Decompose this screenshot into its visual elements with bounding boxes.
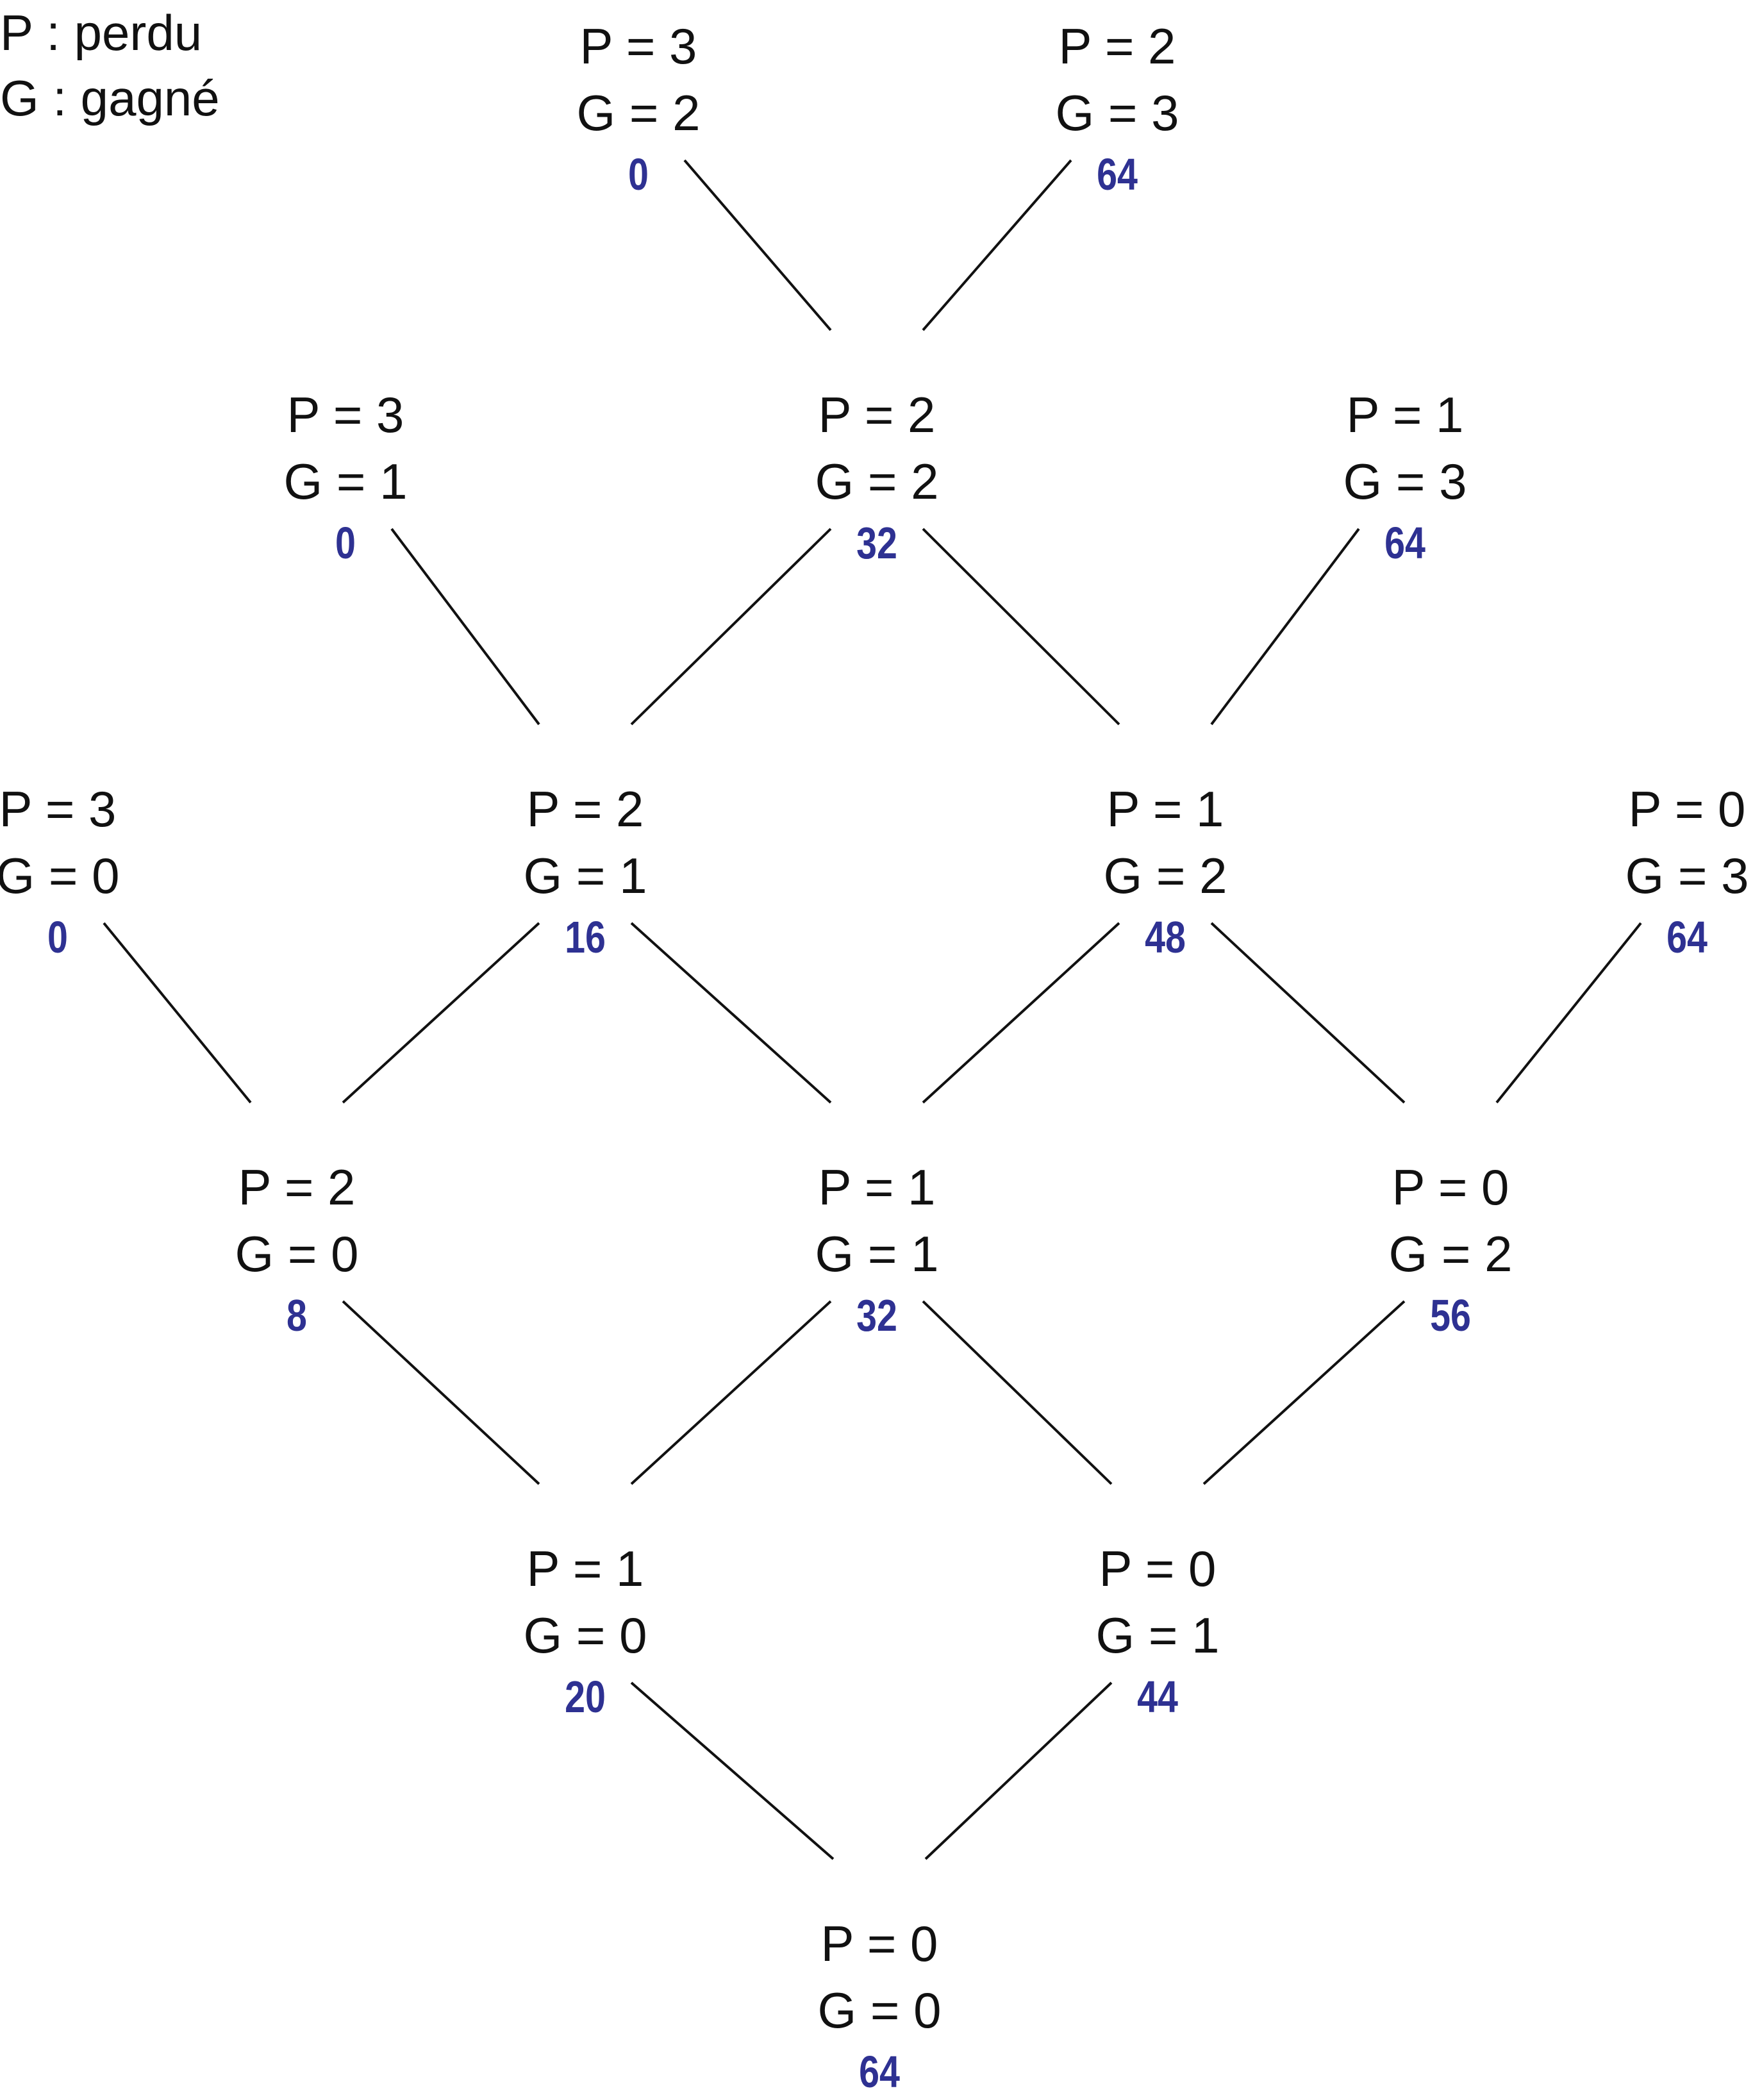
edge-n01-n02: [1202, 1300, 1406, 1485]
node-p-label: P = 0: [820, 1915, 938, 1972]
edge-n02-n03: [1495, 922, 1642, 1104]
node-p-label: P = 1: [526, 1540, 644, 1597]
node-g-label: G = 2: [815, 453, 939, 510]
node-n21: P = 2 G = 1 16: [483, 776, 688, 965]
node-g-label: G = 1: [815, 1226, 939, 1282]
node-p-label: P = 2: [1058, 18, 1176, 74]
node-value: 56: [1430, 1290, 1471, 1340]
node-p-label: P = 2: [238, 1159, 356, 1215]
edge-n22-n23: [922, 159, 1072, 331]
edge-n21-n22: [630, 528, 832, 726]
node-value: 0: [335, 518, 356, 568]
edge-n01-n11: [922, 1300, 1113, 1485]
node-value: 32: [856, 1290, 897, 1340]
node-p-label: P = 0: [1099, 1540, 1217, 1597]
node-g-label: G = 0: [0, 847, 120, 904]
edge-n20-n30: [103, 922, 252, 1104]
node-value: 20: [565, 1672, 606, 1722]
node-g-label: G = 0: [817, 1982, 942, 2038]
node-value: 64: [859, 2047, 900, 2097]
node-value: 64: [1097, 149, 1138, 199]
node-p-label: P = 1: [818, 1159, 936, 1215]
node-g-label: G = 2: [1103, 847, 1227, 904]
edge-n10-n11: [630, 1300, 832, 1485]
node-value: 8: [287, 1290, 307, 1340]
node-p-label: P = 3: [0, 781, 117, 837]
node-n10: P = 1 G = 0 20: [483, 1535, 688, 1725]
node-g-label: G = 1: [1095, 1607, 1220, 1663]
node-n00: P = 0 G = 0 64: [777, 1910, 982, 2100]
node-value: 64: [1666, 912, 1708, 962]
node-value: 0: [628, 149, 649, 199]
node-g-label: G = 3: [1055, 85, 1179, 141]
node-g-label: G = 2: [576, 85, 701, 141]
node-value: 64: [1384, 518, 1425, 568]
node-n23: P = 2 G = 3 64: [1015, 13, 1220, 203]
node-n22: P = 2 G = 2 32: [774, 381, 979, 571]
legend-perdu: P : perdu: [0, 4, 203, 61]
node-n13: P = 1 G = 3 64: [1302, 381, 1508, 571]
legend-gagne: G : gagné: [0, 70, 220, 126]
node-g-label: G = 1: [283, 453, 408, 510]
node-g-label: G = 3: [1343, 453, 1467, 510]
node-n02: P = 0 G = 2 56: [1348, 1154, 1553, 1344]
node-g-label: G = 2: [1388, 1226, 1513, 1282]
node-g-label: G = 0: [235, 1226, 359, 1282]
node-value: 16: [565, 912, 606, 962]
edge-n12-n22: [922, 528, 1120, 726]
node-value: 0: [47, 912, 68, 962]
node-n01: P = 0 G = 1 44: [1055, 1535, 1260, 1725]
node-p-label: P = 3: [579, 18, 697, 74]
node-value: 48: [1145, 912, 1186, 962]
node-p-label: P = 0: [1392, 1159, 1509, 1215]
node-value: 44: [1137, 1672, 1178, 1722]
node-g-label: G = 1: [523, 847, 647, 904]
node-p-label: P = 2: [818, 387, 936, 443]
edge-n12-n13: [1210, 528, 1360, 726]
node-n03: P = 0 G = 3 64: [1584, 776, 1762, 965]
legend: P : perdu G : gagné: [0, 0, 220, 131]
node-n11: P = 1 G = 1 32: [774, 1154, 979, 1344]
node-g-label: G = 3: [1625, 847, 1749, 904]
node-value: 32: [856, 518, 897, 568]
edge-n22-n32: [683, 159, 832, 331]
node-n30: P = 3 G = 0 0: [0, 776, 160, 965]
edge-n02-n12: [1210, 922, 1406, 1104]
edge-n11-n21: [630, 922, 832, 1104]
node-g-label: G = 0: [523, 1607, 647, 1663]
edge-n21-n31: [390, 528, 540, 726]
edge-n11-n12: [922, 922, 1120, 1104]
node-n12: P = 1 G = 2 48: [1063, 776, 1268, 965]
node-n20: P = 2 G = 0 8: [194, 1154, 399, 1344]
node-p-label: P = 1: [1346, 387, 1464, 443]
node-p-label: P = 0: [1628, 781, 1746, 837]
node-n32: P = 3 G = 2 0: [536, 13, 741, 203]
edge-n00-n01: [924, 1681, 1113, 1860]
node-p-label: P = 2: [526, 781, 644, 837]
edge-n10-n20: [342, 1300, 540, 1485]
edge-n00-n10: [630, 1681, 835, 1860]
node-n31: P = 3 G = 1 0: [243, 381, 448, 571]
node-p-label: P = 3: [287, 387, 404, 443]
edge-n20-n21: [342, 922, 540, 1104]
node-p-label: P = 1: [1106, 781, 1224, 837]
